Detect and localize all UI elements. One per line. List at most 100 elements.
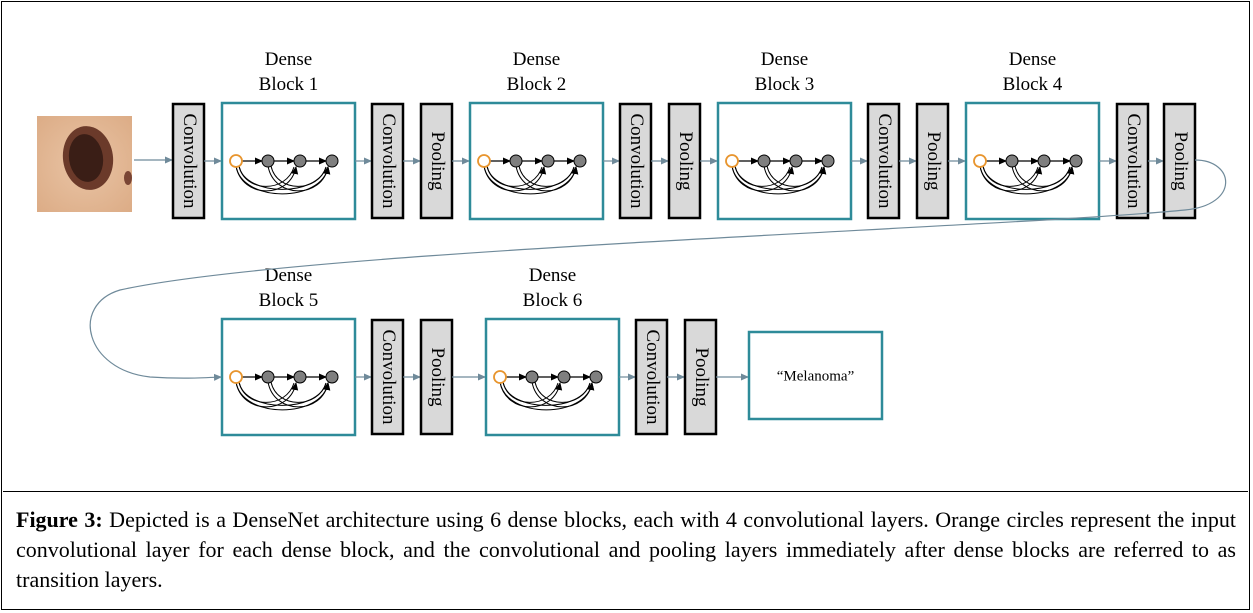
pooling-layer: Pooling [1162, 102, 1197, 220]
layer-label: Pooling [675, 131, 696, 191]
convolution-layer: Convolution [1115, 102, 1150, 220]
layer-label: Convolution [874, 113, 895, 209]
dense-block-layer-node [589, 370, 603, 384]
dense-block-layer-node [261, 154, 275, 168]
dense-block-skip-connection [235, 381, 331, 411]
dense-block-skip-connection [499, 381, 595, 411]
dense-block-title: Dense [265, 265, 312, 286]
lesion-core [68, 134, 104, 182]
dense-block-number: Block 6 [523, 290, 583, 311]
caption-label: Figure 3: [16, 507, 103, 532]
dense-block-graph [725, 154, 835, 195]
dense-block-title: Dense [529, 265, 576, 286]
layer-box [370, 318, 405, 436]
dense-block-layer-node [757, 154, 771, 168]
dense-block-skip-connection [270, 381, 327, 403]
dense-block-layer-node [1069, 154, 1083, 168]
layer-label: Convolution [1123, 113, 1144, 209]
pooling-layer: Pooling [419, 102, 454, 220]
dense-block-layer-node [261, 370, 275, 384]
dense-block-skip-connection [731, 165, 827, 195]
dense-block-input-node [229, 370, 243, 384]
dense-block-graph [973, 154, 1083, 195]
caption-text: Depicted is a DenseNet architecture usin… [16, 507, 1236, 592]
layer-label: Convolution [378, 329, 399, 425]
dense-block-layer-node [525, 370, 539, 384]
dense-block-layer-node [509, 154, 523, 168]
dense-block-graph [229, 154, 339, 195]
layer-label: Convolution [179, 113, 200, 209]
dense-block-layer-node [789, 154, 803, 168]
dense-block-skip-connection [270, 165, 327, 187]
dense-block-skip-connection [267, 165, 331, 192]
layer-label: Pooling [691, 347, 712, 407]
dense-block-graph [493, 370, 603, 411]
dense-block-skip-connection [483, 165, 579, 195]
output-label: “Melanoma” [777, 368, 854, 384]
layer-label: Pooling [427, 347, 448, 407]
dense-block-skip-connection [979, 165, 1075, 195]
layer-box [419, 102, 454, 220]
dense-block-number: Block 3 [755, 74, 815, 95]
dense-block-layer-node [541, 154, 555, 168]
dense-block-layer-node [573, 154, 587, 168]
pooling-layer: Pooling [667, 102, 702, 220]
pooling-layer: Pooling [419, 318, 454, 436]
pooling-layer: Pooling [915, 102, 950, 220]
layer-box [419, 318, 454, 436]
dense-block-skip-connection [763, 165, 827, 192]
dense-block-layer-node [293, 370, 307, 384]
dense-block-layer-node [293, 154, 307, 168]
dense-block-title: Dense [513, 49, 560, 70]
dense-block-title: Dense [1009, 49, 1056, 70]
layer-box [866, 102, 901, 220]
layer-label: Convolution [378, 113, 399, 209]
output-box: “Melanoma” [747, 330, 884, 421]
dense-block-input-node [973, 154, 987, 168]
layer-box [171, 102, 206, 220]
dense-block-skip-connection [267, 381, 331, 408]
wrap-connector-arrow [89, 159, 1227, 381]
layer-box [667, 102, 702, 220]
dense-block-layer-node [1037, 154, 1051, 168]
dense-block-input-node [229, 154, 243, 168]
dense-block-skip-connection [531, 381, 595, 408]
convolution-layer: Convolution [866, 102, 901, 220]
convolution-layer: Convolution [634, 318, 669, 436]
layer-box [1162, 102, 1197, 220]
convolution-layer: Convolution [618, 102, 653, 220]
dense-block-layer-node [325, 154, 339, 168]
dense-block-graph [229, 370, 339, 411]
layer-label: Pooling [923, 131, 944, 191]
dense-block-input-node [725, 154, 739, 168]
dense-block-number: Block 2 [507, 74, 567, 95]
dense-block-input-node [477, 154, 491, 168]
dense-block-skip-connection [518, 165, 575, 187]
dense-block-layer-node [557, 370, 571, 384]
dense-block-number: Block 5 [259, 290, 319, 311]
dense-block-layer-node [325, 370, 339, 384]
dense-block-layer-node [821, 154, 835, 168]
figure-caption: Figure 3: Depicted is a DenseNet archite… [3, 491, 1248, 609]
dense-block-title: Dense [761, 49, 808, 70]
dense-block-skip-connection [534, 381, 591, 403]
dense-block-title: Dense [265, 49, 312, 70]
input-image [37, 116, 132, 212]
dense-block-skip-connection [1011, 165, 1075, 192]
layer-label: Convolution [642, 329, 663, 425]
convolution-layer: Convolution [171, 102, 206, 220]
dense-block-skip-connection [235, 165, 331, 195]
dense-block-number: Block 4 [1003, 74, 1063, 95]
dense-block-skip-connection [1014, 165, 1071, 187]
convolution-layer: Convolution [370, 318, 405, 436]
layer-box [370, 102, 405, 220]
dense-block-skip-connection [515, 165, 579, 192]
layer-label: Pooling [1170, 131, 1191, 191]
layer-label: Convolution [626, 113, 647, 209]
layer-box [915, 102, 950, 220]
dense-block-skip-connection [766, 165, 823, 187]
convolution-layer: Convolution [370, 102, 405, 220]
dense-block-number: Block 1 [259, 74, 319, 95]
